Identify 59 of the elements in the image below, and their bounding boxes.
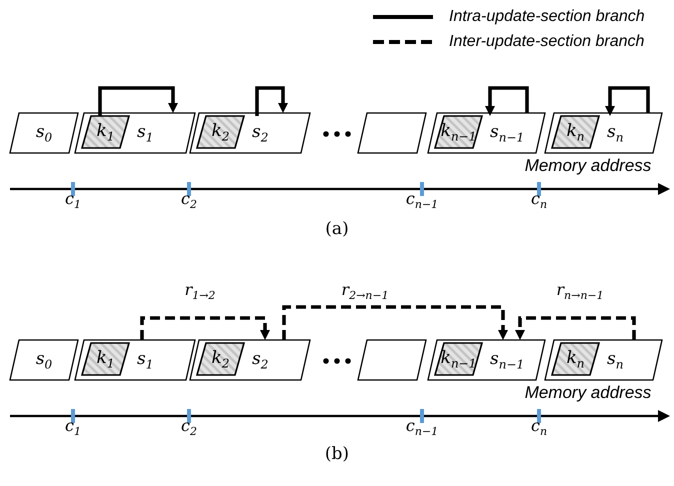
key-block: [197, 343, 244, 375]
section-block: [428, 340, 545, 380]
section-label: s$_{n}$: [607, 122, 624, 144]
key-label: k$_{1}$: [96, 120, 114, 144]
key-label: k$_{2}$: [212, 120, 230, 144]
axis-label: Memory address: [524, 383, 652, 403]
branch-arrow: [282, 305, 508, 340]
branch-arrow: [255, 86, 288, 116]
key-block: [197, 116, 244, 148]
section-block: [190, 340, 310, 380]
section-label: s$_{2}$: [252, 122, 268, 144]
memory-block: [358, 113, 426, 153]
panel-caption: (b): [324, 444, 350, 464]
key-label: k$_{n−1}$: [440, 348, 476, 370]
address-label: c$_{n}$: [530, 416, 548, 438]
section-label: s$_{n−1}$: [490, 122, 524, 144]
section-label: s$_{2}$: [252, 348, 268, 372]
section-label: s$_{0}$: [36, 348, 52, 372]
key-block: [552, 343, 599, 375]
address-label: c$_{1}$: [65, 189, 81, 212]
section-block: [10, 113, 78, 153]
section-block: [545, 340, 662, 380]
section-label: s$_{n}$: [607, 348, 624, 372]
legend-label: Inter-update-section branch: [449, 33, 644, 51]
branch-arrow: [98, 86, 178, 116]
section-label: s$_{0}$: [36, 122, 52, 144]
address-label: c$_{n−1}$: [406, 416, 438, 438]
section-block: [190, 113, 310, 153]
section-block: [428, 113, 545, 153]
key-block: [82, 343, 129, 375]
axis-label: Memory address: [524, 156, 652, 176]
key-label: k$_{2}$: [212, 348, 230, 370]
branch-arrow: [515, 316, 636, 340]
key-block: [552, 116, 599, 148]
key-block: [435, 116, 482, 148]
key-label: k$_{n−1}$: [440, 120, 476, 144]
key-label: k$_{1}$: [96, 348, 114, 370]
branch-arrow: [140, 316, 270, 340]
key-block: [82, 116, 129, 148]
section-label: s$_{1}$: [137, 122, 154, 144]
memory-block: [358, 340, 426, 380]
branch-arrow: [485, 86, 529, 116]
section-block: [75, 113, 195, 153]
address-label: c$_{n}$: [530, 189, 548, 212]
section-block: [10, 340, 78, 380]
address-label: c$_{n−1}$: [406, 189, 438, 212]
key-block: [435, 343, 482, 375]
address-label: c$_{2}$: [181, 416, 197, 438]
section-block: [545, 113, 662, 153]
key-label: k$_{n}$: [566, 120, 585, 144]
section-block: [75, 340, 195, 380]
branch-arrow: [605, 86, 650, 116]
address-label: c$_{2}$: [181, 189, 197, 212]
key-label: k$_{n}$: [566, 348, 585, 370]
panel-caption: (a): [325, 219, 349, 239]
section-label: s$_{1}$: [137, 348, 154, 372]
section-label: s$_{n−1}$: [490, 348, 524, 372]
address-label: c$_{1}$: [65, 416, 81, 438]
legend-label: Intra-update-section branch: [449, 8, 645, 26]
